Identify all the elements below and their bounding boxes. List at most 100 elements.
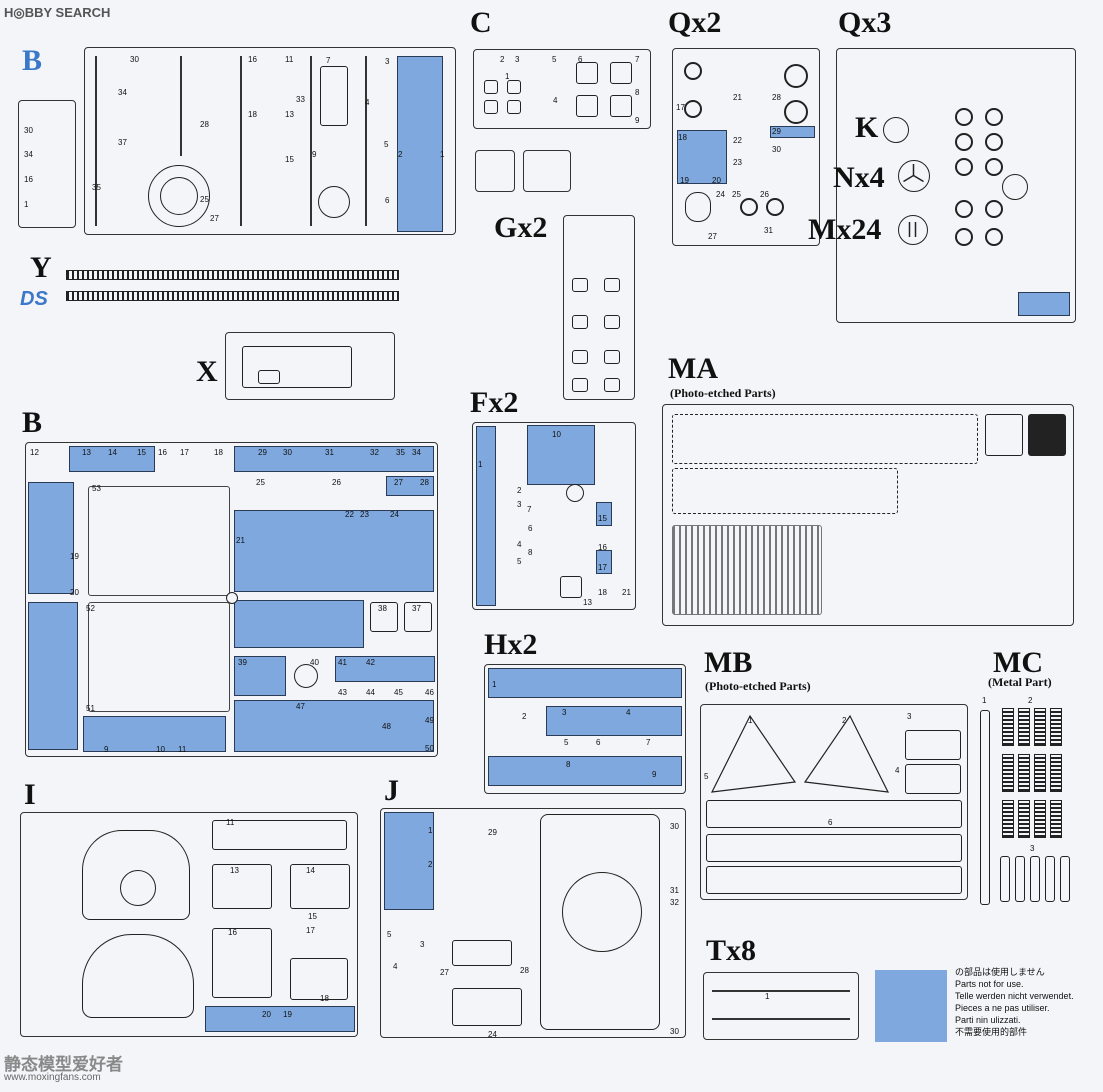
sheet-label-k: K — [855, 111, 879, 144]
part-number: 20 — [262, 1010, 271, 1019]
part-number: 20 — [70, 588, 79, 597]
mc-spring — [1002, 708, 1014, 746]
mc-spring — [1018, 754, 1030, 792]
part-number: 5 — [387, 930, 392, 939]
ma-sublabel: (Photo-etched Parts) — [670, 386, 776, 400]
mc-spring — [1034, 800, 1046, 838]
g-part — [604, 278, 620, 292]
unused-part-b-3 — [28, 482, 74, 594]
mc-spring — [1050, 708, 1062, 746]
part-number: 21 — [236, 536, 245, 545]
mc-pin — [1045, 856, 1055, 902]
part-number: 51 — [86, 704, 95, 713]
part-number: 22 — [733, 136, 742, 145]
sprue-hx2 — [484, 664, 686, 794]
part-number: 4 — [895, 766, 900, 775]
part-number: 10 — [156, 745, 165, 754]
part-number: 44 — [366, 688, 375, 697]
part-number: 15 — [308, 912, 317, 921]
part-number: 18 — [248, 110, 257, 119]
part-number: 1 — [440, 150, 445, 159]
sprue-b-top-small — [18, 100, 76, 228]
mc-spring — [1002, 800, 1014, 838]
part-number: 3 — [907, 712, 912, 721]
unused-parts-legend-swatch — [875, 970, 947, 1042]
part-number: 37 — [412, 604, 421, 613]
unused-part-qx3-16 — [1018, 292, 1070, 316]
part-number: 10 — [552, 430, 561, 439]
sheet-label-mc: MC — [993, 646, 1043, 679]
site-watermark-url[interactable]: www.moxingfans.com — [4, 1072, 101, 1083]
part-number: 7 — [527, 505, 532, 514]
sprue-gx2 — [563, 215, 635, 400]
sprue-runner — [712, 1018, 850, 1020]
b-part-37 — [404, 602, 432, 632]
part-number: 18 — [214, 448, 223, 457]
part-number: 17 — [180, 448, 189, 457]
part-number: 14 — [306, 866, 315, 875]
part-number: 34 — [412, 448, 421, 457]
part-number: 1 — [505, 72, 510, 81]
part-m-screw — [898, 215, 928, 245]
sprocket-wheel — [684, 62, 702, 80]
part-number: 20 — [712, 176, 721, 185]
part-number: 5 — [564, 738, 569, 747]
turret-ring-inner — [160, 177, 198, 215]
i-part-14 — [290, 864, 350, 909]
part-number: 8 — [566, 760, 571, 769]
part-number: 48 — [382, 722, 391, 731]
sprue-i — [20, 812, 358, 1037]
sprue-b — [25, 442, 438, 757]
part-number: 37 — [118, 138, 127, 147]
c-part — [507, 100, 521, 114]
part-number: 9 — [635, 116, 640, 125]
part-number: 2 — [842, 716, 847, 725]
sprocket-wheel — [684, 100, 702, 118]
part-number: 27 — [708, 232, 717, 241]
mc-pin — [1015, 856, 1025, 902]
j-part-22 — [452, 940, 512, 966]
part-number: 19 — [70, 552, 79, 561]
ma-frets-upper — [672, 414, 978, 464]
sprue-tx8 — [703, 972, 859, 1040]
sheet-label-tx8: Tx8 — [706, 934, 757, 967]
unused-part-i-20 — [205, 1006, 355, 1032]
part-number: 21 — [622, 588, 631, 597]
road-wheel — [766, 198, 784, 216]
sheet-label-qx2: Qx2 — [668, 6, 722, 39]
part-number: 28 — [772, 93, 781, 102]
sheet-label-nx4: Nx4 — [833, 161, 885, 194]
part-number: 19 — [283, 1010, 292, 1019]
part-number: 3 — [1030, 844, 1035, 853]
unused-part-fx2-15 — [596, 502, 612, 526]
part-number: 17 — [676, 103, 685, 112]
mb-side-skirts — [710, 714, 890, 793]
sprue-j — [380, 808, 686, 1038]
part-number: 40 — [310, 658, 319, 667]
part-number: 19 — [680, 176, 689, 185]
idler-part — [685, 192, 711, 222]
i-turret-bottom — [82, 934, 194, 1018]
unused-part-b-29-34 — [234, 446, 434, 472]
sprue-qx2 — [672, 48, 820, 246]
g-part — [572, 378, 588, 392]
part-number: 26 — [760, 190, 769, 199]
mc-metal-rod — [980, 710, 990, 905]
c-part — [576, 62, 598, 84]
sheet-label-x: X — [196, 355, 218, 388]
part-number: 6 — [528, 524, 533, 533]
unused-part-b-4-7 — [28, 602, 78, 750]
g-part — [604, 315, 620, 329]
i-part-16 — [212, 928, 272, 998]
wheel-part — [955, 158, 973, 176]
part-number: 43 — [338, 688, 347, 697]
ds-logo: DS — [20, 288, 48, 310]
sprue-qx3 — [836, 48, 1076, 323]
unused-part-b-27-28 — [386, 476, 434, 496]
star-icon — [903, 164, 924, 183]
part-number: 31 — [670, 886, 679, 895]
hobby-search-logo[interactable]: H◎BBY SEARCH — [4, 5, 111, 20]
unused-parts-legend: の部品は使用しません Parts not for use. Telle werd… — [955, 966, 1074, 1038]
unused-part-b-41-42 — [335, 656, 435, 682]
part-number: 35 — [396, 448, 405, 457]
